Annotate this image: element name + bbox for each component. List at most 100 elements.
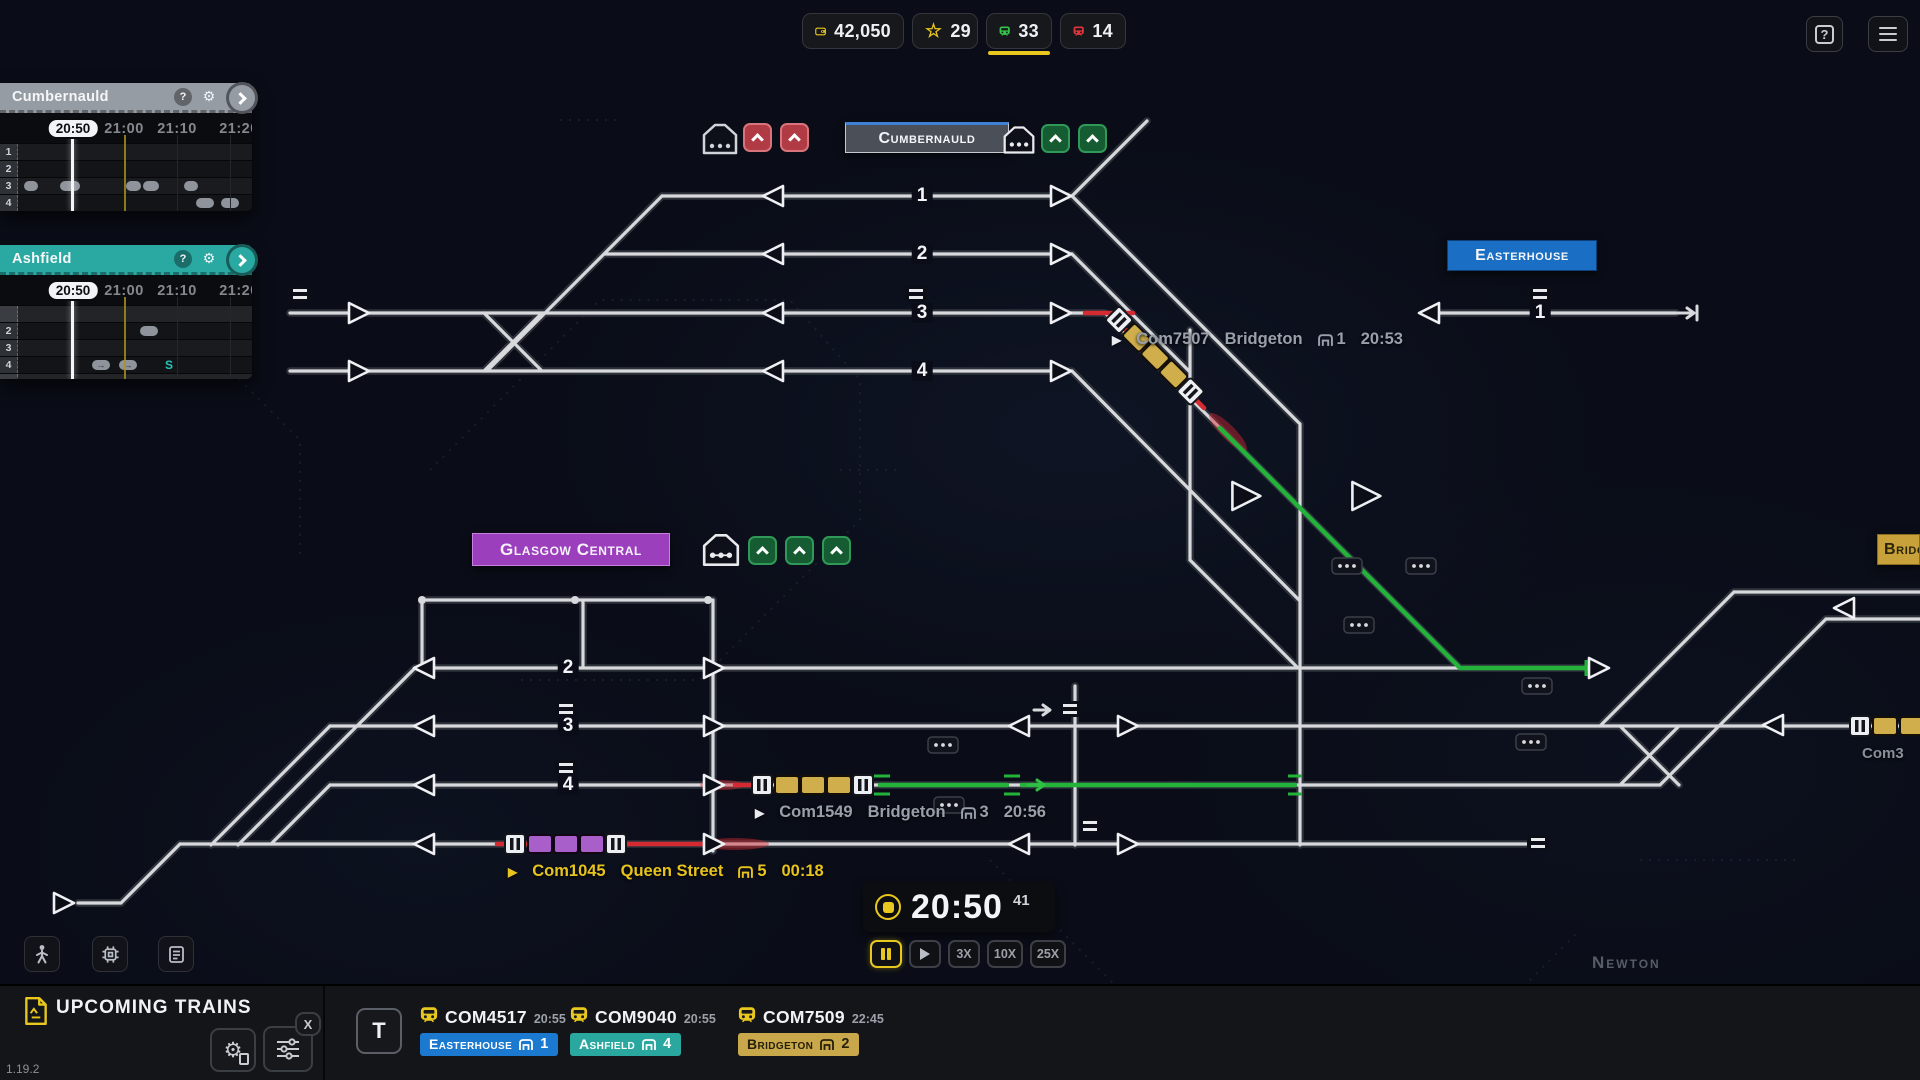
help-button[interactable]: ? [1806, 16, 1843, 52]
signal-icon[interactable] [412, 773, 436, 797]
signal-icon[interactable] [412, 714, 436, 738]
panel-settings-icon[interactable]: ⚙ [202, 250, 216, 266]
depot-icon[interactable] [700, 530, 742, 570]
train-tool-button[interactable]: T [356, 1008, 402, 1054]
accept-train-button[interactable] [748, 536, 777, 565]
signal-icon[interactable] [347, 359, 371, 383]
signal-icon[interactable] [412, 832, 436, 856]
signal-icon[interactable] [702, 714, 726, 738]
accept-train-button[interactable] [1078, 124, 1107, 153]
panel-expand-button[interactable] [226, 82, 258, 114]
signal-icon[interactable] [761, 301, 785, 325]
stop-marker-bar [293, 296, 307, 299]
panel-title: Ashfield [12, 250, 72, 267]
running-trains-counter[interactable]: 33 [986, 13, 1052, 49]
signal-icon[interactable] [347, 301, 371, 325]
train-com1549[interactable] [751, 774, 874, 796]
train-com1045[interactable] [504, 833, 627, 855]
timetable-panel-ashfield[interactable]: Ashfield ? ⚙ × 20:50 21:00 21:10 21:20 2… [0, 244, 258, 379]
accept-train-button[interactable] [822, 536, 851, 565]
upcoming-train-card[interactable]: COM4517 20:55 Easterhouse 1 [420, 1006, 566, 1056]
station-label-easterhouse[interactable]: Easterhouse [1447, 240, 1597, 271]
panel-help-icon[interactable]: ? [174, 87, 192, 106]
train-label-com1549[interactable]: ▶ Com1549 Bridgeton 3 20:56 [755, 803, 1046, 821]
signal-icon[interactable] [1231, 480, 1262, 512]
train-com3-edge[interactable] [1849, 715, 1920, 737]
signal-icon[interactable] [1007, 832, 1031, 856]
close-filter-button[interactable]: X [295, 1012, 321, 1036]
signal-icon[interactable] [1049, 184, 1073, 208]
stop-marker[interactable] [905, 286, 927, 302]
auto-control-button[interactable] [92, 936, 128, 972]
route-dot [1357, 623, 1361, 627]
train-label-com7507[interactable]: ▶ Com7507 Bridgeton 1 20:53 [1112, 330, 1403, 348]
signal-icon[interactable] [1417, 301, 1441, 325]
train-label-com1045[interactable]: ▶ Com1045 Queen Street 5 00:18 [508, 862, 824, 880]
signal-icon[interactable] [761, 242, 785, 266]
signal-icon[interactable] [1761, 713, 1785, 737]
stop-marker[interactable] [1529, 286, 1551, 302]
signal-icon[interactable] [1116, 714, 1140, 738]
panel-settings-icon[interactable]: ⚙ [202, 88, 216, 104]
stars-counter[interactable]: ☆ 29 [912, 13, 978, 49]
signal-icon[interactable] [1351, 480, 1382, 512]
upcoming-train-card[interactable]: COM7509 22:45 Bridgeton 2 [738, 1006, 884, 1056]
signal-icon[interactable] [1587, 656, 1611, 680]
speed-10x-button[interactable]: 10X [987, 940, 1023, 968]
accept-train-button[interactable] [785, 536, 814, 565]
signal-icon[interactable] [702, 656, 726, 680]
signal-icon[interactable] [1049, 359, 1073, 383]
contract-settings-button[interactable]: ⚙ [210, 1028, 256, 1072]
stop-marker[interactable] [1079, 818, 1101, 834]
schedule-block[interactable]: S [165, 358, 174, 372]
money-counter[interactable]: 42,050 [802, 13, 904, 49]
speed-3x-button[interactable]: 3X [948, 940, 980, 968]
reject-train-button[interactable] [780, 123, 809, 152]
task-list-button[interactable] [1868, 16, 1908, 52]
play-button[interactable] [909, 940, 941, 968]
stop-marker[interactable] [1059, 701, 1081, 717]
depot-icon[interactable] [700, 120, 740, 158]
schedule-block[interactable] [140, 326, 158, 336]
timetable-panel-cumbernauld[interactable]: Cumbernauld ? ⚙ × 20:50 21:00 21:10 21:2… [0, 82, 258, 211]
signal-icon[interactable] [412, 656, 436, 680]
signal-icon[interactable] [1049, 301, 1073, 325]
schedule-block[interactable] [196, 198, 214, 208]
schedule-block[interactable]: → [92, 360, 110, 370]
signal-icon[interactable] [1832, 596, 1856, 620]
signal-icon[interactable] [702, 773, 726, 797]
alert-trains-counter[interactable]: 14 [1060, 13, 1126, 49]
signal-icon[interactable] [761, 359, 785, 383]
train-com7507[interactable] [1105, 306, 1205, 406]
notes-button[interactable] [158, 936, 194, 972]
schedule-block[interactable]: → [119, 360, 137, 370]
panel-expand-button[interactable] [226, 244, 258, 276]
schedule-block[interactable] [143, 181, 159, 191]
station-label-glasgow-central[interactable]: Glasgow Central [472, 533, 670, 566]
signal-icon[interactable] [702, 832, 726, 856]
signal-icon[interactable] [1049, 242, 1073, 266]
signal-icon[interactable] [52, 891, 76, 915]
signal-icon[interactable] [1116, 832, 1140, 856]
pause-button[interactable] [870, 940, 902, 968]
depot-icon[interactable] [1000, 123, 1038, 157]
panel-help-icon[interactable]: ? [174, 249, 192, 268]
accept-train-button[interactable] [1041, 124, 1070, 153]
station-label-bridgeton[interactable]: Bridgeton [1877, 534, 1920, 565]
upcoming-train-card[interactable]: COM9040 20:55 Ashfield 4 [570, 1006, 716, 1056]
reject-train-button[interactable] [743, 123, 772, 152]
stop-marker[interactable] [289, 286, 311, 302]
route-dot [1522, 740, 1526, 744]
schedule-block[interactable] [126, 181, 141, 191]
schedule-block[interactable] [60, 181, 80, 191]
schedule-block[interactable] [184, 181, 198, 191]
train-label-com3[interactable]: Com3 [1862, 745, 1904, 762]
signal-icon[interactable] [761, 184, 785, 208]
speed-25x-button[interactable]: 25X [1030, 940, 1066, 968]
schedule-block[interactable] [24, 181, 38, 191]
signal-icon[interactable] [1007, 714, 1031, 738]
station-label-cumbernauld[interactable]: Cumbernauld [845, 122, 1009, 153]
pedestrian-mode-button[interactable] [24, 936, 60, 972]
stop-marker[interactable] [1527, 835, 1549, 851]
